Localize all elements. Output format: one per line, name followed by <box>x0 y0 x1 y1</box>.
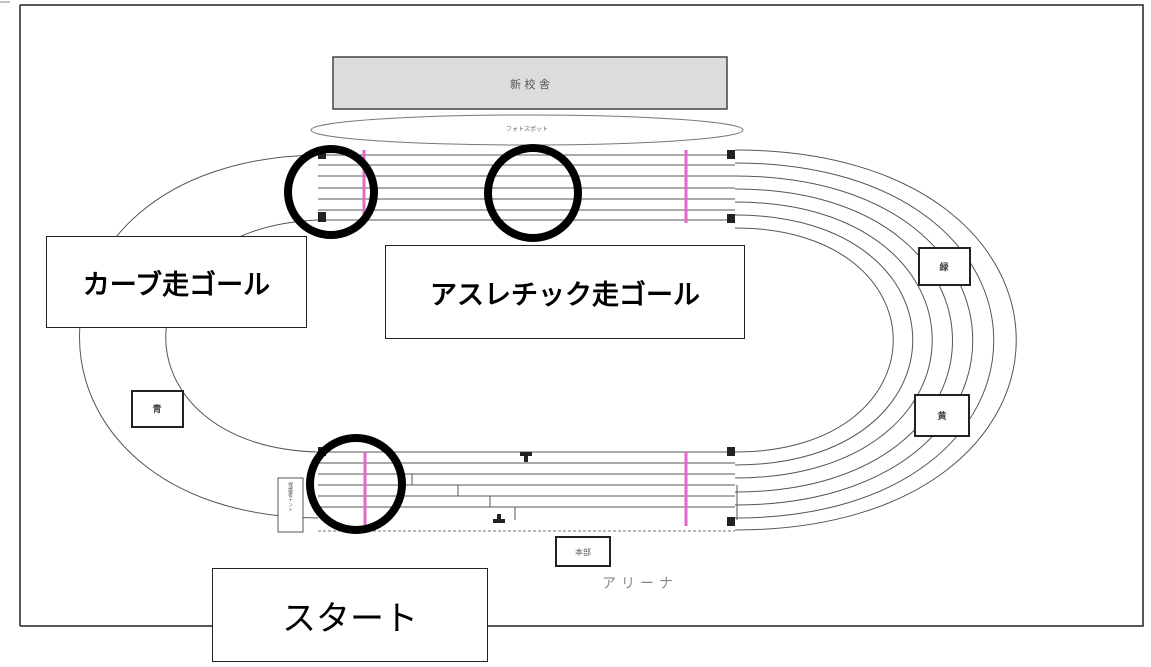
right-curve-lane-6 <box>734 214 914 466</box>
right-curve-lane-1 <box>734 149 1017 531</box>
block-top-right <box>918 247 971 286</box>
block-top-right-label: 緑 <box>939 261 949 273</box>
new-building-label: 新 校 舎 <box>510 77 550 91</box>
guardian-tent <box>277 477 304 533</box>
arena-label: アリーナ <box>602 576 678 592</box>
honbu-label: 本部 <box>575 547 591 557</box>
photo-spot-label: フォトスポット <box>506 125 548 133</box>
guardian-tent-label: 保護者テント <box>287 481 293 512</box>
honbu-box <box>555 536 611 567</box>
right-curve-lane-3 <box>734 175 974 506</box>
right-curve-lane-2 <box>734 162 995 519</box>
start-callout: スタート <box>212 568 488 662</box>
block-mid-right <box>914 394 970 437</box>
block-mid-right-label: 黄 <box>937 410 946 422</box>
curve-goal-callout: カーブ走ゴール <box>46 236 307 328</box>
left-curve-outer <box>79 154 319 519</box>
block-left-label: 青 <box>152 403 161 415</box>
top-straight-lanes <box>318 154 735 221</box>
right-curve-lane-7 <box>734 227 894 453</box>
top-lane-markers <box>318 149 735 223</box>
athletic-goal-marker-ring <box>484 144 582 242</box>
frame-border <box>20 4 1144 627</box>
block-left <box>131 390 184 428</box>
staggered-starts <box>411 474 738 520</box>
right-curve-lane-5 <box>734 201 933 479</box>
bottom-lane-markers <box>318 447 735 526</box>
athletic-goal-callout: アスレチック走ゴール <box>385 245 745 339</box>
curve-goal-marker-ring <box>284 145 378 239</box>
left-curve-inner <box>165 219 319 453</box>
right-curve-lane-4 <box>734 188 953 493</box>
new-building <box>332 56 728 110</box>
start-marker-ring <box>306 434 406 534</box>
